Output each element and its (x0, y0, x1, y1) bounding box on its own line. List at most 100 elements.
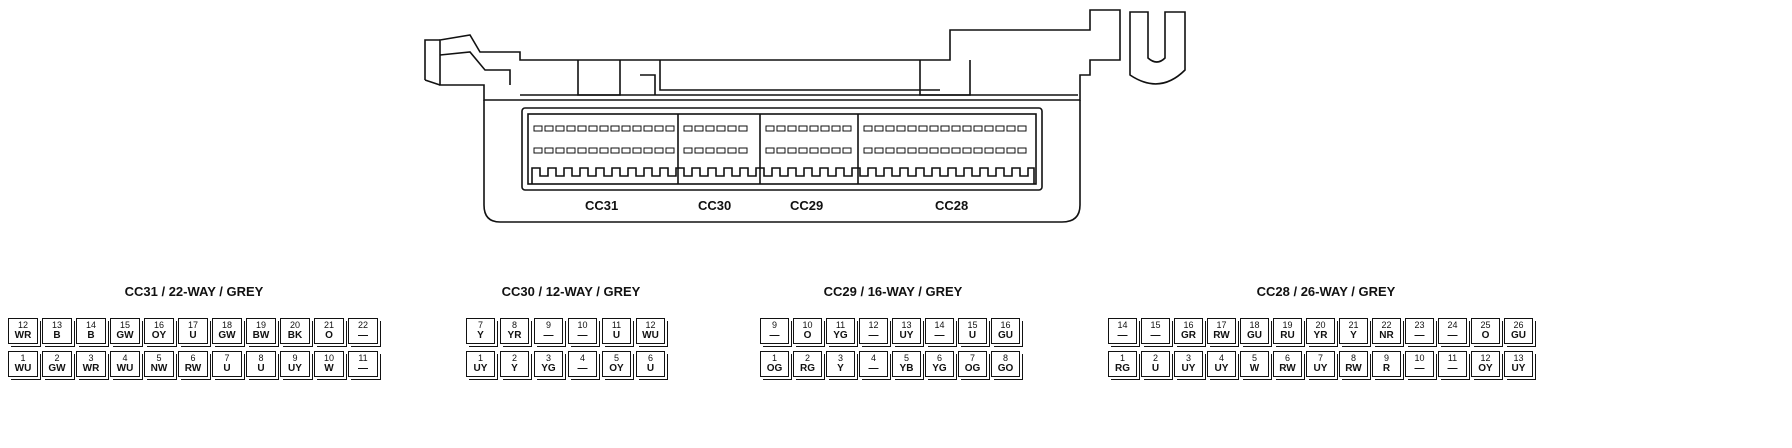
connector-title: CC31 / 22-WAY / GREY (124, 284, 264, 299)
ecu-pin-slot (809, 147, 819, 154)
ecu-pin-slot (738, 147, 748, 154)
pin-number: 8 (1350, 353, 1356, 363)
ecu-pin-slot (599, 147, 609, 154)
ecu-pin-slot (940, 125, 950, 132)
pin-wire-color: — (358, 330, 368, 341)
pin-14: 14— (1108, 318, 1140, 347)
ecu-pin-slot (776, 125, 786, 132)
ecu-pin-slot (896, 147, 906, 154)
pin-number: 19 (255, 320, 266, 330)
pin-number: 5 (613, 353, 619, 363)
ecu-pin-slot (984, 147, 994, 154)
pin-wire-color: UY (1214, 363, 1229, 374)
pin-4: 4— (859, 351, 891, 380)
pin-number: 3 (1185, 353, 1191, 363)
ecu-pin-slot (716, 147, 726, 154)
pin-wire-color: YG (833, 330, 848, 341)
pin-number: 15 (119, 320, 130, 330)
pin-wire-color: UY (288, 363, 302, 374)
pin-wire-color: NR (1379, 330, 1394, 341)
pin-number: 1 (1119, 353, 1125, 363)
ecu-pin-slot (683, 147, 693, 154)
connector-title: CC29 / 16-WAY / GREY (823, 284, 963, 299)
ecu-pin-slot (738, 125, 748, 132)
pin-wire-color: O (325, 330, 333, 341)
pin-wire-color: O (1481, 330, 1490, 341)
pin-wire-color: U (612, 330, 621, 341)
pin-number: 2 (1152, 353, 1158, 363)
pin-wire-color: UY (1313, 363, 1328, 374)
pin-number: 12 (868, 320, 879, 330)
pin-number: 3 (837, 353, 843, 363)
pin-wire-color: OY (151, 330, 167, 341)
pin-wire-color: GU (1247, 330, 1262, 341)
pin-wire-color: RW (1345, 363, 1362, 374)
pin-wire-color: — (1150, 330, 1161, 341)
ecu-pin-slot (643, 125, 653, 132)
ecu-pin-slot (820, 125, 830, 132)
housing-outline (483, 100, 1081, 223)
ecu-pin-slot (787, 125, 797, 132)
ecu-pin-slot (588, 125, 598, 132)
ecu-pin-slot (984, 125, 994, 132)
pin-number: 10 (577, 320, 588, 330)
ecu-pin-slot (929, 125, 939, 132)
ecu-pin-slot (885, 125, 895, 132)
ecu-pin-slot (544, 125, 554, 132)
pin-wire-color: RW (1279, 363, 1296, 374)
ecu-label-cc31: CC31 (585, 198, 619, 213)
pin-number: 17 (187, 320, 198, 330)
pin-number: 4 (579, 353, 585, 363)
pin-wire-color: U (968, 330, 977, 341)
ecu-pin-slot (951, 147, 961, 154)
ecu-pin-slot (973, 147, 983, 154)
pin-number: 14 (85, 320, 96, 330)
ecu-pin-slot (951, 125, 961, 132)
pin-number: 1 (20, 353, 26, 363)
ecu-pin-slot (798, 147, 808, 154)
pin-number: 4 (1218, 353, 1224, 363)
pin-number: 24 (1447, 320, 1458, 330)
retaining-hook (1129, 11, 1186, 85)
pin-number: 15 (967, 320, 978, 330)
pin-wire-color: U (1151, 363, 1160, 374)
pin-15: 15— (1141, 318, 1173, 347)
pin-12: 12— (859, 318, 891, 347)
ecu-pin-slot (727, 125, 737, 132)
pin-number: 20 (1315, 320, 1326, 330)
pin-wire-color: UY (1511, 363, 1526, 374)
ecu-pin-slot (566, 147, 576, 154)
pin-wire-color: GW (218, 330, 236, 341)
pin-number: 2 (54, 353, 60, 363)
connector-title: CC30 / 12-WAY / GREY (501, 284, 641, 299)
ecu-pin-slot (533, 147, 543, 154)
pin-number: 6 (936, 353, 942, 363)
pin-number: 6 (190, 353, 196, 363)
pin-number: 21 (323, 320, 334, 330)
housing-top (439, 9, 1121, 101)
pin-number: 22 (357, 320, 368, 330)
pin-wire-color: — (543, 330, 554, 341)
ecu-pin-slot (842, 125, 852, 132)
ecu-pin-slot (1017, 125, 1027, 132)
pin-11: 11— (1438, 351, 1470, 380)
pin-14: 14— (925, 318, 957, 347)
ecu-pin-slot (555, 125, 565, 132)
ecu-pin-slot (820, 147, 830, 154)
